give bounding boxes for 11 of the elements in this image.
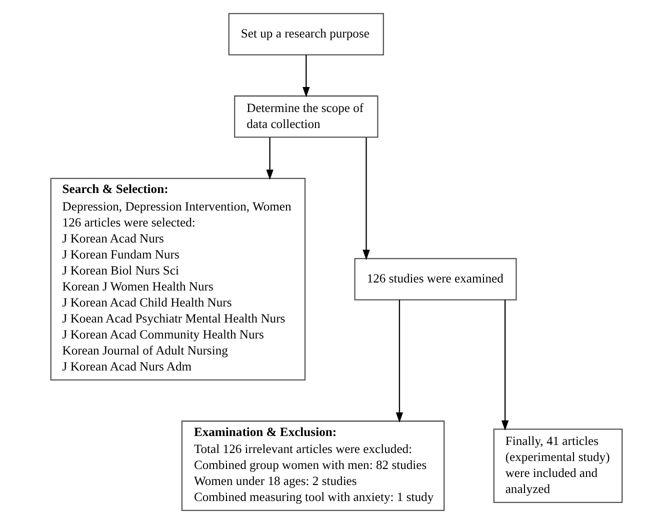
node-box: 126 studies were examined (354, 258, 516, 300)
node-box: Examination & Exclusion: Total 126 irrelevant articles were excluded: Combined group women with men: 82 studies Women under 18 ages: 2 studies Combined measuring tool with anxiety: 1 study (180, 420, 444, 510)
arrow (395, 299, 403, 422)
arrow (266, 137, 273, 180)
node-box: Search & Selection: Depression, Depression Intervention, Women 126 articles were selected: J Korean Acad Nurs J Korean Fundam Nurs J Korean Biol Nurs Sci Korean J Women Health Nurs J Korean Acad Child Health Nurs J Koean Acad Psychiatr Mental Health Nurs J Korean Acad Community Health Nurs Korean Journal of Adult Nursing J Korean Acad Nurs Adm (50, 177, 306, 380)
arrow (302, 54, 310, 97)
arrow (362, 137, 370, 260)
node-box: Determine the scope of data collection (234, 94, 378, 138)
node-box: Finally, 41 articles (experimental study) were included and analyzed (492, 428, 622, 502)
node-box: Set up a research purpose (228, 12, 384, 55)
arrow (500, 299, 508, 430)
